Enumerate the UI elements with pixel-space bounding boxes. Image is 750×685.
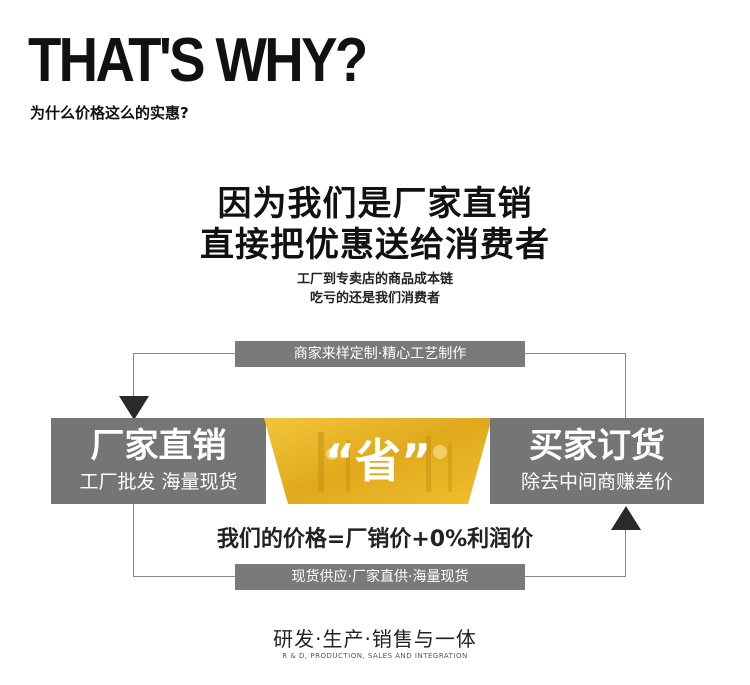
intro-note-2: 吃亏的还是我们消费者 — [309, 291, 440, 306]
footer-title: 研发·生产·销售与一体 — [273, 627, 477, 651]
right-panel: 买家订货 除去中间商赚差价 — [490, 418, 704, 504]
arrow-up-icon — [611, 506, 641, 530]
subheadline: 为什么价格这么的实惠? — [30, 104, 189, 122]
flow-line-right-low — [625, 530, 626, 576]
bottom-flow-label: 现货供应·厂家直供·海量现货 — [235, 564, 525, 590]
center-panel — [264, 418, 492, 504]
flow-line-left-low — [133, 504, 134, 576]
headline: THAT'S WHY? — [28, 26, 368, 95]
flow-line-right — [625, 353, 626, 419]
top-flow-label: 商家来样定制·精心工艺制作 — [235, 341, 525, 367]
flow-line-left — [133, 353, 134, 398]
intro-line-1: 因为我们是厂家直销 — [217, 184, 533, 224]
intro-line-2: 直接把优惠送给消费者 — [200, 225, 550, 265]
arrow-down-icon — [119, 396, 149, 420]
price-formula: 我们的价格=厂销价+0%利润价 — [216, 527, 534, 552]
footer-subtitle: R & D, PRODUCTION, SALES AND INTEGRATION — [282, 652, 468, 660]
left-panel-title: 厂家直销 — [90, 426, 227, 466]
center-panel-title: “省” — [324, 434, 432, 488]
right-panel-title: 买家订货 — [529, 426, 665, 466]
right-panel-subtitle: 除去中间商赚差价 — [520, 471, 673, 493]
intro-note-1: 工厂到专卖店的商品成本链 — [296, 272, 453, 287]
left-panel-subtitle: 工厂批发 海量现货 — [79, 471, 238, 493]
left-panel: 厂家直销 工厂批发 海量现货 — [51, 418, 266, 504]
